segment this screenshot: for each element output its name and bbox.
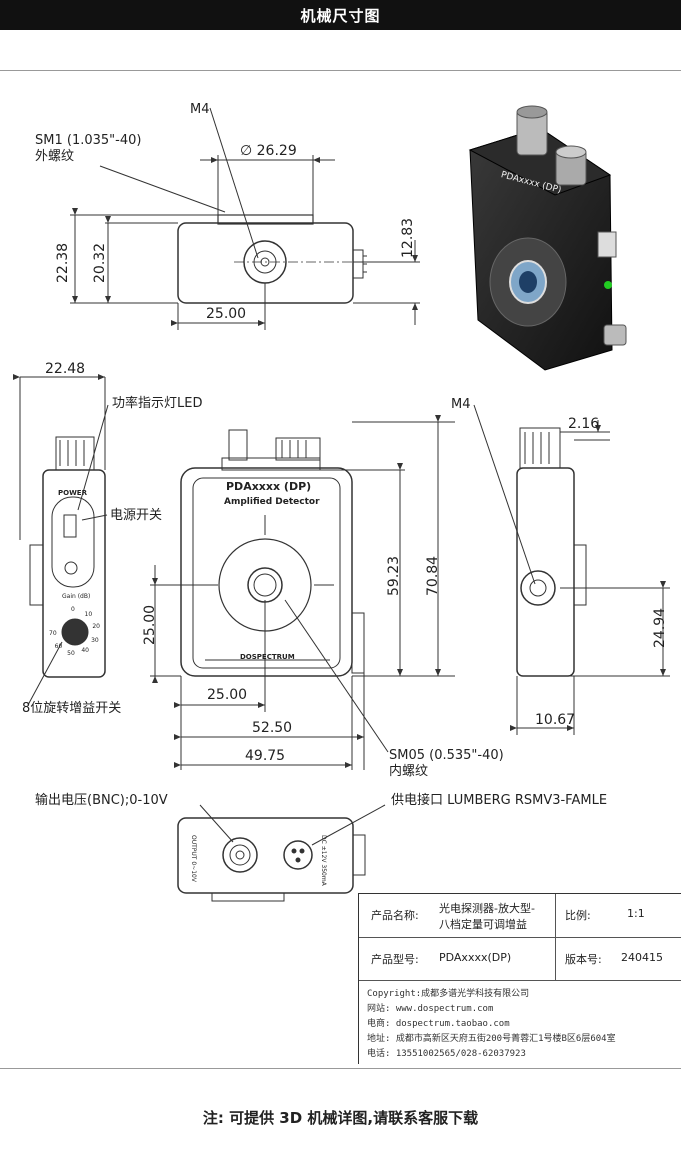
left-side-view xyxy=(13,374,109,706)
gain-dial-value: 30 xyxy=(91,636,99,644)
dim-h3: 12.83 xyxy=(400,217,416,258)
output-label: 输出电压(BNC);0-10V xyxy=(35,793,168,808)
dim-h2: 20.32 xyxy=(92,242,108,283)
bottom-divider xyxy=(0,1068,681,1069)
gain-switch-label: 8位旋转增益开关 xyxy=(22,701,122,716)
dim-top-width: 25.00 xyxy=(206,306,247,322)
website-text: 网站: www.dospectrum.com xyxy=(367,1004,494,1014)
sm1-thread-sublabel: 外螺纹 xyxy=(35,149,75,164)
dim-side-d2: 24.94 xyxy=(652,607,668,648)
front-logo-text: DOSPECTRUM xyxy=(240,653,295,661)
sm05-thread-label: SM05 (0.535"-40) xyxy=(389,748,504,763)
gain-dial-value: 40 xyxy=(81,647,89,655)
gain-dial-value: 20 xyxy=(92,622,100,630)
version-label: 版本号: xyxy=(565,953,602,966)
isometric-view xyxy=(468,105,627,371)
power-text: POWER xyxy=(58,489,87,497)
front-view xyxy=(150,415,455,770)
bottom-view xyxy=(177,804,386,902)
sm05-thread-sublabel: 内螺纹 xyxy=(389,764,429,779)
m4-top-label: M4 xyxy=(190,102,210,117)
version-value: 240415 xyxy=(621,951,663,964)
dim-front-w2: 52.50 xyxy=(252,720,293,736)
gain-dial-value: 10 xyxy=(84,610,93,618)
dim-side-width: 22.48 xyxy=(45,361,86,377)
front-sub-text: Amplified Detector xyxy=(224,497,320,507)
dim-front-h1: 59.23 xyxy=(386,555,402,596)
dim-front-h3: 25.00 xyxy=(142,604,158,645)
dim-front-w1: 25.00 xyxy=(207,687,248,703)
led-label: 功率指示灯LED xyxy=(112,396,203,411)
name-label: 产品名称: xyxy=(371,909,419,922)
bottom-dc-text: DC ±12V 350mA xyxy=(320,835,327,886)
gain-dial-value: 50 xyxy=(67,649,75,657)
name-value-1: 光电探测器-放大型- xyxy=(439,902,535,915)
gain-dial-value: 70 xyxy=(49,629,57,637)
bottom-output-text: OUTPUT 0~10V xyxy=(190,835,197,882)
top-divider xyxy=(0,70,681,71)
model-value: PDAxxxx(DP) xyxy=(439,951,512,964)
dim-diameter: ∅ 26.29 xyxy=(240,143,297,159)
right-side-view xyxy=(473,404,670,735)
dim-front-w3: 49.75 xyxy=(245,748,286,764)
name-value-2: 八档定量可调增益 xyxy=(439,918,527,931)
gain-dial-value: 0 xyxy=(71,606,75,613)
dim-front-h2: 70.84 xyxy=(425,555,441,596)
page-header: 机械尺寸图 xyxy=(0,0,681,30)
dim-side-d3: 10.67 xyxy=(535,712,576,728)
model-label: 产品型号: xyxy=(371,953,419,966)
power-connector-label: 供电接口 LUMBERG RSMV3-FAMLE xyxy=(391,793,608,808)
dim-side-d1: 2.16 xyxy=(568,416,600,432)
front-model-text: PDAxxxx (DP) xyxy=(226,480,312,493)
copyright-text: Copyright:成都多谱光学科技有限公司 xyxy=(367,989,530,999)
shop-text: 电商: dospectrum.taobao.com xyxy=(367,1019,510,1029)
power-switch-label: 电源开关 xyxy=(110,508,163,523)
scale-value: 1:1 xyxy=(627,907,645,920)
gain-text: Gain (dB) xyxy=(62,593,91,600)
title-block: 产品名称: 光电探测器-放大型- 八档定量可调增益 比例: 1:1 产品型号: … xyxy=(358,893,681,1064)
m4-side-label: M4 xyxy=(451,397,471,412)
scale-label: 比例: xyxy=(565,909,591,922)
sm1-thread-label: SM1 (1.035"-40) xyxy=(35,133,142,148)
gain-dial-value: 60 xyxy=(54,642,63,650)
top-view xyxy=(70,107,420,330)
dim-h1: 22.38 xyxy=(55,242,71,283)
page-title: 机械尺寸图 xyxy=(300,6,381,25)
address-text: 地址: 成都市高新区天府五街200号菁蓉汇1号楼B区6层604室 xyxy=(367,1034,616,1044)
footer-note: 注: 可提供 3D 机械详图,请联系客服下载 xyxy=(202,1109,479,1127)
phone-text: 电话: 13551002565/028-62037923 xyxy=(367,1049,526,1059)
